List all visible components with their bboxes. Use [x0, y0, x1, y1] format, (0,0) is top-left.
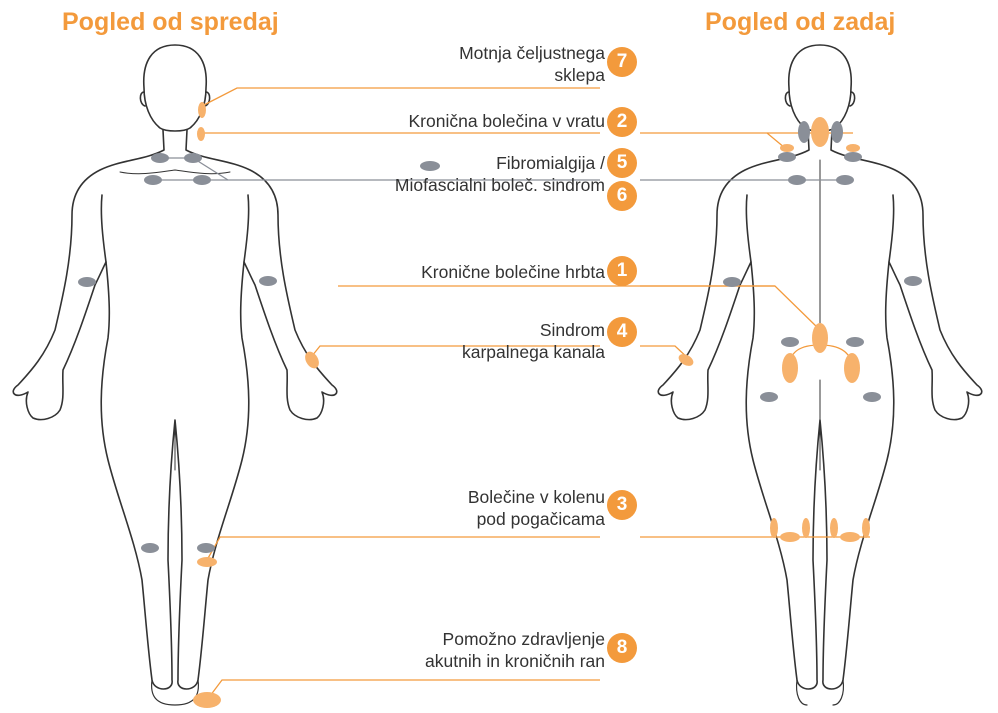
label-line: Pomožno zdravljenje: [425, 628, 605, 650]
label-line: karpalnega kanala: [462, 341, 605, 363]
front-points: [78, 102, 322, 708]
knee-point-back: [862, 518, 870, 538]
badge-5: 5: [607, 148, 637, 178]
label-line: Motnja čeljustnega: [459, 42, 605, 64]
neck-point-front: [197, 127, 205, 141]
jaw-connector: [202, 88, 600, 106]
knee-point-front: [197, 557, 217, 567]
back-point: [782, 353, 798, 383]
badge-2: 2: [607, 107, 637, 137]
fibro-point: [798, 121, 810, 143]
label-wounds: Pomožno zdravljenje akutnih in kroničnih…: [425, 628, 605, 672]
fibro-point: [831, 121, 843, 143]
fibro-point: [193, 175, 211, 185]
fibro-point: [863, 392, 881, 402]
knee-point-back: [770, 518, 778, 538]
knee-point-back: [840, 532, 860, 542]
neck-point-back: [811, 117, 829, 147]
fibro-point: [846, 337, 864, 347]
back-points: [677, 117, 922, 542]
fibro-point: [151, 153, 169, 163]
label-fibro: Fibromialgija / Miofascialni boleč. sind…: [395, 152, 605, 196]
fibro-point: [78, 277, 96, 287]
fibro-point: [144, 175, 162, 185]
label-line: Kronična bolečina v vratu: [409, 110, 606, 132]
fibro-point: [781, 337, 799, 347]
fibro-point: [141, 543, 159, 553]
label-carpal: Sindrom karpalnega kanala: [462, 319, 605, 363]
back-point: [844, 353, 860, 383]
fibro-point: [259, 276, 277, 286]
fibro-point: [760, 392, 778, 402]
fibro-point: [844, 152, 862, 162]
fibro-point: [723, 277, 741, 287]
badge-4: 4: [607, 317, 637, 347]
label-line: Sindrom: [462, 319, 605, 341]
badge-1: 1: [607, 256, 637, 286]
fibro-point: [184, 153, 202, 163]
fibro-point: [788, 175, 806, 185]
fibro-point: [904, 276, 922, 286]
neck-point-back: [846, 144, 860, 152]
label-neck: Kronična bolečina v vratu: [409, 110, 606, 132]
wounds-connector: [207, 680, 600, 700]
label-knee: Bolečine v kolenu pod pogačicama: [468, 486, 605, 530]
knee-point-back: [802, 518, 810, 538]
badge-3: 3: [607, 490, 637, 520]
label-back: Kronične bolečine hrbta: [421, 261, 605, 283]
label-line: Fibromialgija /: [395, 152, 605, 174]
label-line: Bolečine v kolenu: [468, 486, 605, 508]
neck-point-back: [780, 144, 794, 152]
knee-connector: [207, 537, 600, 560]
label-line: Miofascialni boleč. sindrom: [395, 174, 605, 196]
neck-connector-back: [640, 133, 785, 148]
label-line: pod pogačicama: [468, 508, 605, 530]
fibro-point: [778, 152, 796, 162]
knee-point-back: [780, 532, 800, 542]
label-line: akutnih in kroničnih ran: [425, 650, 605, 672]
badge-7: 7: [607, 47, 637, 77]
jaw-point: [198, 102, 206, 118]
label-jaw: Motnja čeljustnega sklepa: [459, 42, 605, 86]
label-line: Kronične bolečine hrbta: [421, 261, 605, 283]
front-body-outline: [13, 45, 336, 705]
fibro-point: [836, 175, 854, 185]
knee-point-back: [830, 518, 838, 538]
fibro-point: [197, 543, 215, 553]
badge-8: 8: [607, 633, 637, 663]
carpal-point-front: [302, 349, 321, 371]
label-line: sklepa: [459, 64, 605, 86]
badge-6: 6: [607, 181, 637, 211]
wound-point: [193, 692, 221, 708]
back-point: [812, 323, 828, 353]
